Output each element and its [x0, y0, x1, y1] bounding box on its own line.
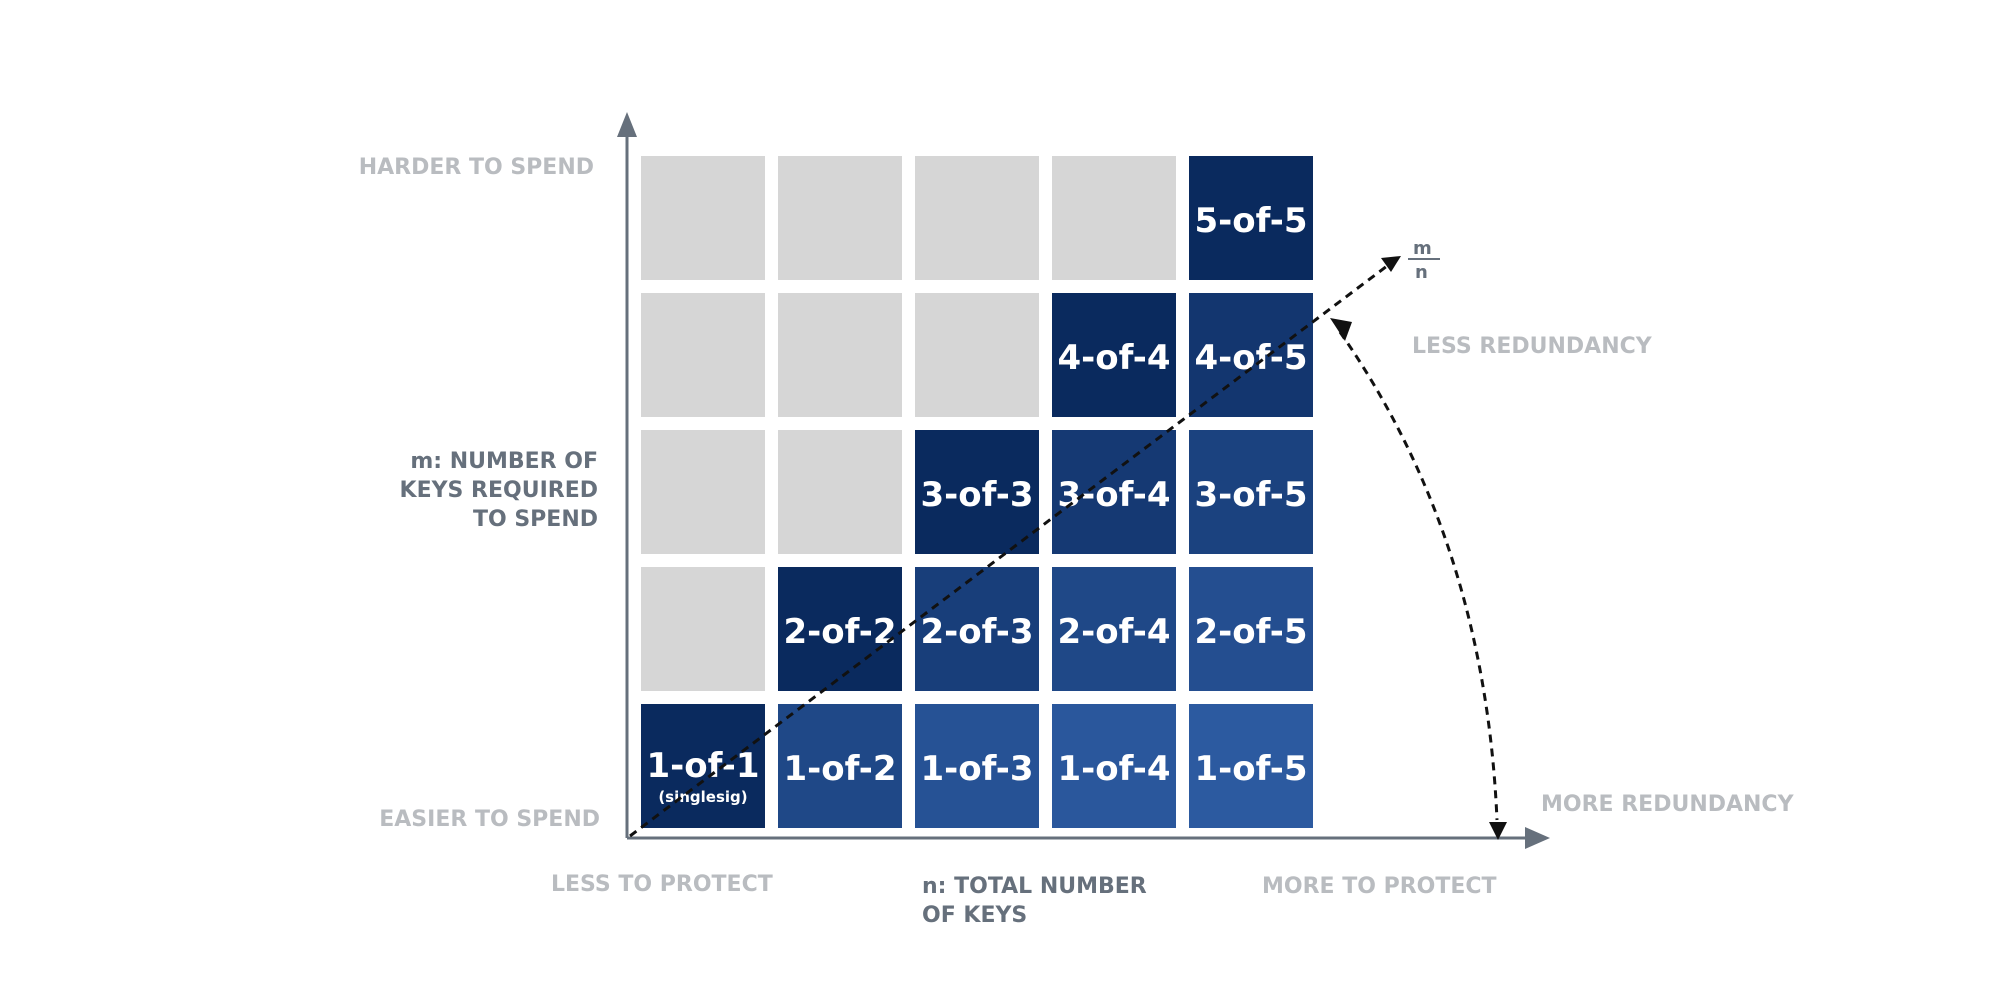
quorum-grid: 5-of-5 4-of-4 4-of-5 3-of-3 3-of-4 3-of-5 2-of…	[641, 156, 1313, 828]
redundancy-arrowhead-top	[1330, 318, 1352, 341]
quorum-cell-2-of-3	[915, 567, 1039, 691]
quorum-cell-3-of-4	[1052, 430, 1176, 554]
empty-cell	[641, 567, 765, 691]
quorum-cell-2-of-2	[778, 567, 902, 691]
y-axis-title-line-1: m: NUMBER OF	[410, 449, 598, 474]
quorum-cell-4-of-5	[1189, 293, 1313, 417]
quorum-cell-label: 1-of-2	[783, 749, 896, 789]
quorum-cell-label: 1-of-3	[920, 749, 1033, 789]
more-to-protect-label: MORE TO PROTECT	[1262, 874, 1497, 899]
easier-to-spend-label: EASIER TO SPEND	[379, 807, 600, 832]
quorum-cell-label: 4-of-4	[1057, 338, 1170, 378]
redundancy-dashed-curve	[1338, 331, 1499, 821]
quorum-cell-label: 2-of-5	[1194, 612, 1307, 652]
quorum-cell-label: 5-of-5	[1194, 201, 1307, 241]
x-axis-title-line-1: n: TOTAL NUMBER	[922, 874, 1147, 899]
quorum-cell-1-of-1	[641, 704, 765, 828]
quorum-cell-1-of-3	[915, 704, 1039, 828]
axes	[617, 112, 1550, 849]
quorum-cell-label: 1-of-1	[646, 746, 759, 786]
ratio-arrowhead	[1381, 256, 1401, 272]
quorum-cell-label: 1-of-5	[1194, 749, 1307, 789]
redundancy-arrow	[1330, 318, 1507, 840]
quorum-cell-1-of-2	[778, 704, 902, 828]
ratio-denominator: n	[1415, 262, 1428, 283]
quorum-cell-label: 1-of-4	[1057, 749, 1170, 789]
quorum-cell-1-of-5	[1189, 704, 1313, 828]
empty-cell	[778, 293, 902, 417]
x-axis-arrowhead	[1525, 827, 1550, 849]
quorum-cell-label: 3-of-5	[1194, 475, 1307, 515]
redundancy-arrowhead-bottom	[1489, 822, 1507, 840]
empty-cell	[778, 430, 902, 554]
quorum-cell-sublabel: (singlesig)	[658, 788, 747, 806]
quorum-cell-3-of-3	[915, 430, 1039, 554]
y-axis-title-line-3: TO SPEND	[473, 507, 598, 532]
empty-cell	[641, 293, 765, 417]
quorum-cell-label: 2-of-3	[920, 612, 1033, 652]
quorum-cell-label: 2-of-4	[1057, 612, 1170, 652]
y-axis-arrowhead	[617, 112, 637, 137]
y-axis-title-line-2: KEYS REQUIRED	[400, 478, 598, 503]
empty-cell	[915, 293, 1039, 417]
x-axis-title-line-2: OF KEYS	[922, 903, 1027, 928]
less-to-protect-label: LESS TO PROTECT	[551, 872, 773, 897]
empty-cell	[778, 156, 902, 280]
empty-cell	[641, 430, 765, 554]
quorum-cell-label: 4-of-5	[1194, 338, 1307, 378]
quorum-cell-1-of-4	[1052, 704, 1176, 828]
ratio-numerator: m	[1413, 238, 1432, 259]
quorum-cell-4-of-4	[1052, 293, 1176, 417]
quorum-cell-2-of-4	[1052, 567, 1176, 691]
ratio-arrow: m n	[629, 238, 1440, 838]
harder-to-spend-label: HARDER TO SPEND	[359, 155, 594, 180]
empty-cell	[915, 156, 1039, 280]
less-redundancy-label: LESS REDUNDANCY	[1412, 334, 1653, 359]
quorum-cell-label: 3-of-4	[1057, 475, 1170, 515]
empty-cell	[641, 156, 765, 280]
quorum-cell-label: 2-of-2	[783, 612, 896, 652]
quorum-cell-label: 3-of-3	[920, 475, 1033, 515]
quorum-cell-5-of-5	[1189, 156, 1313, 280]
quorum-cell-2-of-5	[1189, 567, 1313, 691]
more-redundancy-label: MORE REDUNDANCY	[1541, 792, 1795, 817]
empty-cell	[1052, 156, 1176, 280]
quorum-cell-3-of-5	[1189, 430, 1313, 554]
ratio-dashed-line	[629, 258, 1396, 838]
